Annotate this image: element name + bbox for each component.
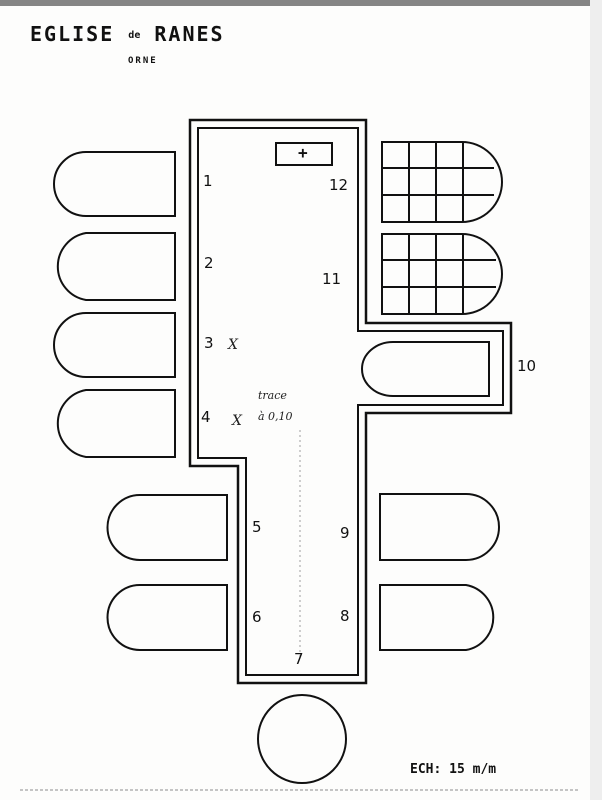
chapel-left-4	[56, 389, 176, 458]
chapel-right-grid-2	[381, 233, 503, 315]
station-1: 1	[203, 172, 213, 190]
bottom-circle	[257, 694, 347, 784]
chapel-right-transept	[361, 341, 490, 397]
station-11: 11	[322, 270, 342, 288]
page-title: EGLISE de RANES	[30, 22, 225, 46]
station-3: 3	[204, 334, 214, 352]
chapel-left-5	[106, 494, 228, 561]
page-subtitle: ORNE	[128, 56, 158, 66]
scan-edge-top	[0, 0, 602, 6]
station-6: 6	[252, 608, 262, 626]
note-line-2: à 0,10	[258, 410, 293, 423]
station-12: 12	[329, 176, 349, 194]
station-2: 2	[204, 254, 214, 272]
chapel-right-8	[379, 584, 495, 651]
station-7: 7	[294, 650, 304, 668]
chapel-right-9	[379, 493, 500, 561]
station-9: 9	[340, 524, 350, 542]
scale-label: ECH: 15 m/m	[410, 762, 497, 777]
altar-box	[275, 142, 333, 166]
station-10: 10	[517, 357, 537, 375]
station-4: 4	[201, 408, 211, 426]
chapel-right-grid-1	[381, 141, 503, 223]
chapel-left-1	[53, 151, 176, 217]
station-8: 8	[340, 607, 350, 625]
title-word-3: RANES	[154, 22, 225, 46]
title-word-2: de	[128, 30, 141, 41]
chapel-left-6	[106, 584, 228, 651]
marker-x-3: X	[228, 337, 238, 353]
altar-cross-icon: +	[298, 143, 308, 162]
marker-x-4: X	[232, 413, 242, 429]
scan-edge-right	[590, 0, 602, 800]
title-word-1: EGLISE	[30, 22, 115, 46]
nave-inner-wall	[197, 127, 504, 676]
nave-outer-wall	[188, 118, 513, 685]
note-line-1: trace	[258, 389, 287, 402]
chapel-left-3	[53, 312, 176, 378]
chapel-left-2	[56, 232, 176, 301]
station-5: 5	[252, 518, 262, 536]
